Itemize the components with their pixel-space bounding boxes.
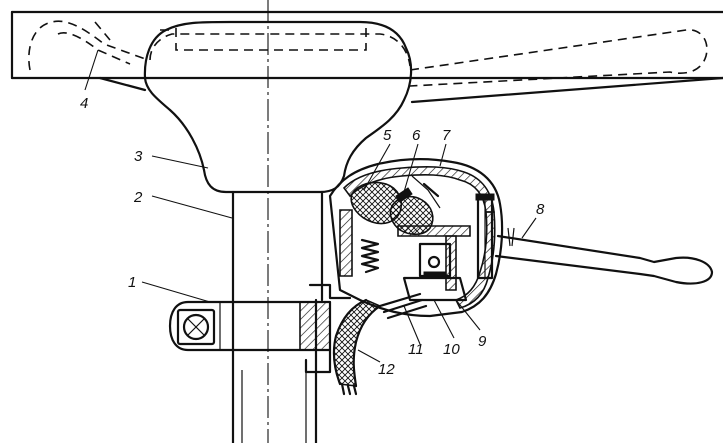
callout-10: 10 xyxy=(443,341,460,358)
spoke-edge xyxy=(410,76,723,104)
mounting-clamp xyxy=(168,300,332,374)
wiring-cable xyxy=(332,292,428,396)
callout-12: 12 xyxy=(378,361,395,378)
callout-4: 4 xyxy=(80,95,88,112)
spoke-edge-left xyxy=(98,76,147,92)
steering-wheel-spokes xyxy=(28,20,708,87)
contact-block xyxy=(402,242,468,302)
callout-3: 3 xyxy=(134,148,143,165)
leader-lines xyxy=(84,49,537,363)
callout-6: 6 xyxy=(412,127,421,144)
callout-11: 11 xyxy=(408,341,424,358)
callout-2: 2 xyxy=(133,189,143,206)
callout-7: 7 xyxy=(442,127,451,144)
steering-wheel-rim xyxy=(10,10,723,80)
bracket-arm xyxy=(308,283,352,300)
return-spring xyxy=(360,238,380,274)
lever-pivot-screw xyxy=(475,193,495,280)
switch-cam-and-contacts xyxy=(350,175,441,236)
switch-housing xyxy=(328,158,504,318)
callout-5: 5 xyxy=(383,127,392,144)
callout-labels: 4 3 2 1 5 6 7 8 9 10 11 12 xyxy=(80,95,545,378)
switch-lever xyxy=(494,227,714,285)
callout-8: 8 xyxy=(536,201,545,218)
steering-hub xyxy=(143,20,413,194)
callout-1: 1 xyxy=(128,274,136,291)
callout-9: 9 xyxy=(478,333,487,350)
